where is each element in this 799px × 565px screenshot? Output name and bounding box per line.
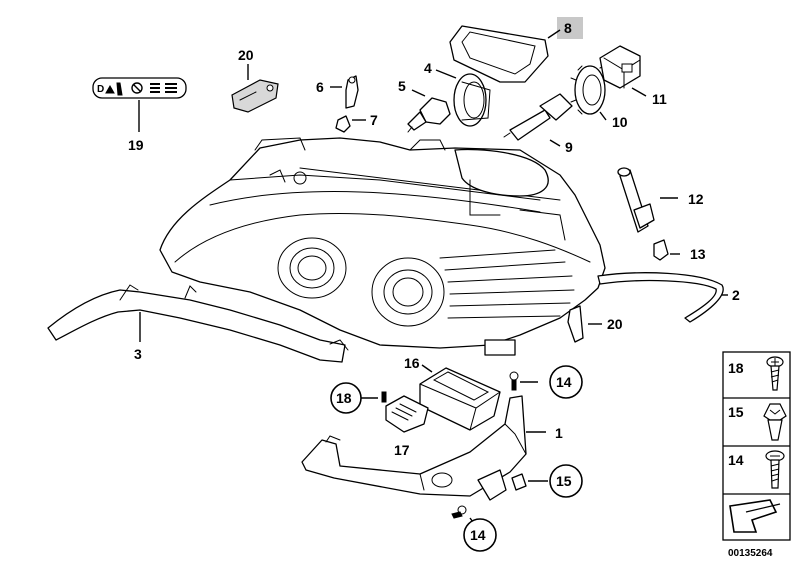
part-9-xenon-bulb [503, 93, 573, 141]
part-19-warning-label: D [92, 77, 187, 99]
part-18-screw-small [381, 391, 387, 403]
part-5-h7-bulb [407, 97, 451, 133]
leader-8 [547, 29, 561, 39]
label-14a: 14 [556, 374, 572, 390]
label-3: 3 [134, 346, 142, 362]
part-10-gear-ring [570, 65, 606, 115]
part-13-bulb [653, 239, 669, 261]
label-17: 17 [394, 442, 410, 458]
part-15-clip-nut [511, 473, 527, 491]
callout-circle-15 [549, 464, 583, 498]
bolt-icon [765, 450, 785, 489]
label-1: 1 [555, 425, 563, 441]
part-14-bolt-lower [451, 505, 467, 519]
label-6: 6 [316, 79, 324, 95]
legend-panel: 18 15 14 [722, 351, 791, 541]
label-8: 8 [564, 20, 572, 36]
label-14b: 14 [470, 527, 486, 543]
label-5: 5 [398, 78, 406, 94]
leader-9 [549, 139, 561, 147]
arrow-icon [729, 499, 781, 533]
label-16: 16 [404, 355, 420, 371]
callout-circle-14a [549, 365, 583, 399]
diagram-id: 00135264 [728, 548, 773, 559]
svg-text:D: D [97, 84, 104, 95]
part-8-cover [449, 25, 549, 83]
label-4: 4 [424, 60, 432, 76]
leader-11 [631, 87, 647, 97]
leader-4 [435, 69, 457, 79]
callout-circle-14b [463, 518, 497, 552]
part-6-bulb [345, 75, 359, 109]
leader-5 [411, 89, 426, 97]
label-20b: 20 [607, 316, 623, 332]
part-16-ballast [419, 367, 501, 431]
part-1-bracket [301, 395, 527, 501]
part-7-small-bulb [335, 115, 351, 133]
part-3-trim-strip [47, 284, 349, 363]
part-4-ring [453, 73, 491, 127]
part-2-seal [597, 272, 724, 323]
label-15: 15 [556, 473, 572, 489]
label-19: 19 [128, 137, 144, 153]
label-2: 2 [732, 287, 740, 303]
label-10: 10 [612, 114, 628, 130]
headlight-housing [159, 137, 606, 356]
legend-num-18: 18 [728, 360, 744, 376]
leader-10 [599, 111, 607, 121]
screw-icon [766, 356, 784, 391]
part-17-connector [385, 395, 429, 433]
label-9: 9 [565, 139, 573, 155]
part-14-bolt-upper [509, 371, 519, 391]
label-7: 7 [370, 112, 378, 128]
part-8-highlight [557, 17, 583, 39]
callout-circle-18 [330, 382, 362, 414]
part-11-igniter [599, 45, 641, 89]
label-13: 13 [690, 246, 706, 262]
label-12: 12 [688, 191, 704, 207]
label-11: 11 [652, 91, 667, 107]
part-20-bracket-top [231, 79, 279, 113]
clip-nut-icon [763, 403, 787, 441]
part-12-socket [617, 167, 655, 233]
leader-16 [421, 364, 433, 373]
label-20a: 20 [238, 47, 254, 63]
legend-num-15: 15 [728, 404, 744, 420]
label-18: 18 [336, 390, 352, 406]
legend-num-14: 14 [728, 452, 744, 468]
part-20-cap-lower [567, 305, 584, 343]
